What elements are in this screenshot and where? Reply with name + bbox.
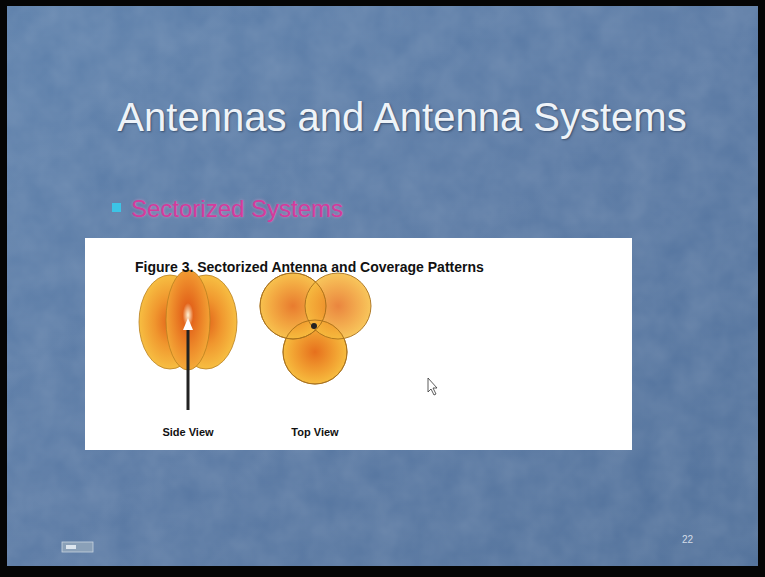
figure-caption: Figure 3. Sectorized Antenna and Coverag… [135,259,484,275]
view-label: Side View [162,426,213,439]
side-view-antenna [139,270,237,410]
slide-title: Antennas and Antenna Systems [117,93,686,141]
top-view-coverage [260,273,371,384]
slide-nav-icon [62,542,93,552]
bullet-heading: Sectorized Systems [131,194,343,223]
slide-background [7,6,758,566]
view-label: Top View [291,426,338,439]
bullet-square [112,203,121,212]
figure-panel [85,238,632,450]
mouse-cursor [428,378,437,395]
slide-texture [7,6,758,566]
figure-panel: Figure 3. Sectorized Antenna and Coverag… [85,238,632,450]
slide-number: 22 [682,534,693,546]
